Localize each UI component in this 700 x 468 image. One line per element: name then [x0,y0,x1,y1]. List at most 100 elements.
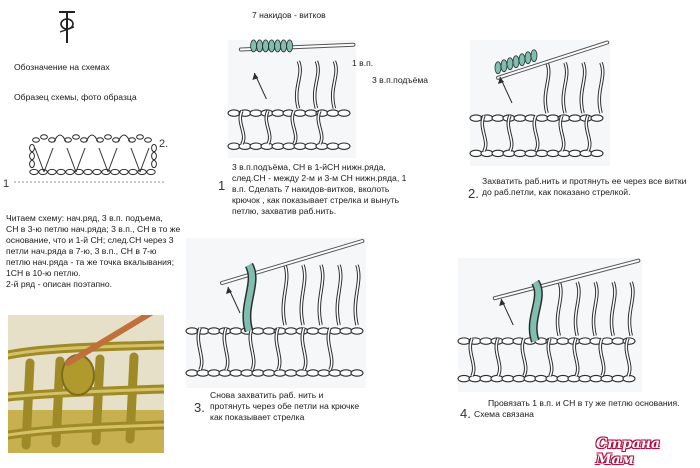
double-crochet-icon [43,147,54,173]
crochet-hook [221,240,364,284]
stitch-post [249,327,255,371]
stitch-post [313,60,319,109]
chain-loop [227,142,241,150]
chain-stitch-icon [74,168,84,176]
chain-loop [578,374,592,383]
step-2-text: Захватить раб.нить и протянуть ее через … [482,176,697,198]
chain-stitch-icon [29,168,39,176]
chain-stitch-icon [110,168,120,176]
yarn-wrap [286,39,293,53]
chain-loop [556,337,570,345]
chain-loop [350,327,364,335]
stitch-post [573,338,579,377]
chain-loop [501,337,515,345]
chain-loop [273,369,287,377]
chain-stitch-icon [104,134,112,140]
stitch-post [317,110,323,145]
stitch-post [556,281,562,336]
chain-loop [480,149,494,158]
direction-arrow-icon [498,77,504,84]
chain-loop [249,142,263,150]
chain-loop [468,374,482,383]
stitch-post [610,281,616,336]
stitch-post [495,338,501,377]
chain-loop [185,327,199,335]
double-crochet-icon [75,147,86,173]
chain-loop [568,114,582,122]
stitch-post [544,62,550,114]
chain-loop [251,327,265,335]
chain-loop [502,149,516,158]
chain-loop [578,337,592,345]
double-crochet-icon [34,147,45,173]
stitch-post [628,281,634,336]
chain-loop [337,142,351,150]
chain-loop [337,109,351,117]
yarn-wrap [274,39,281,53]
chain-loop [326,109,340,117]
step-text-line: Снова захватить раб. нить и [210,390,324,400]
stitch-post [295,60,301,109]
row-marker-2: 2. [159,138,169,150]
chain-loop [229,369,243,377]
watermark-logo: Страна Мам [596,436,661,468]
reading-line: петли нач.ряда в 7-ю, 3 в.п., СН в 7-ю [6,246,157,256]
step-text-line: до раб.петли, как показано стрелкой. [482,187,631,197]
stitch-post [318,264,324,326]
stitch-post [507,115,513,152]
step-1-text: 3 в.п.подъёма, СН в 1-йСН нижн.ряда, сле… [232,162,432,217]
step-2-number: 2. [468,186,479,201]
step-4-panel [457,258,642,392]
legend-caption: Обозначение на схемах [14,62,110,72]
stitch-post [521,338,527,377]
chain-loop [546,114,560,122]
chain-loop [238,142,252,150]
chain-stitch-icon [151,159,157,169]
chain-loop [317,369,331,377]
reading-line: СН в 3-ю петлю нач.ряда; 3 в.п., СН в то… [6,224,181,234]
chain-loop [469,114,483,122]
chain-loop [284,369,298,377]
chain-loop [513,149,527,158]
chain-loop [534,374,548,383]
chain-loop [457,337,471,345]
chain-loop [282,142,296,150]
step-1-top-label: 7 накидов - витков [252,10,326,20]
step-text-line: Провязать 1 в.п. и СН в ту же петлю осно… [488,398,680,408]
stitch-post [592,281,598,336]
chain-loop [207,369,221,377]
chain-loop [251,369,265,377]
double-crochet-icon [107,147,118,173]
stitch-post [598,62,604,114]
reading-line: 1СН в 10-ю петлю. [6,268,81,278]
stitch-post [580,62,586,114]
chain-stitch-icon [101,168,111,176]
chain-loop [469,149,483,158]
direction-arrow-icon [252,73,259,80]
chain-loop [350,369,364,377]
chain-loop [306,327,320,335]
chain-stitch-icon [146,168,156,176]
step-4-number: 4. [460,406,471,421]
yarn-wrap [262,39,269,53]
chain-loop [589,374,603,383]
chain-loop [501,374,515,383]
puff-stitch-icon [117,134,131,143]
direction-arrow-icon [499,299,506,306]
chain-loop [546,149,560,158]
chain-loop [545,374,559,383]
stitch-symbol-icon [56,10,78,44]
double-crochet-icon [66,147,77,173]
chain-loop [293,109,307,117]
step-2-panel [469,40,610,166]
reading-line: 2-й ряд - описан поэтапно. [6,279,113,289]
chain-stitch-icon [151,143,157,153]
stitch-post [585,115,591,152]
step-text-line: Схема связана [474,409,534,419]
stitch-post [599,338,605,377]
chain-stitch-icon [119,168,129,176]
chain-stitch-icon [32,137,40,143]
step-3-text: Снова захватить раб. нить и протянуть че… [210,390,390,423]
chain-loop [304,142,318,150]
stitch-post [562,62,568,114]
